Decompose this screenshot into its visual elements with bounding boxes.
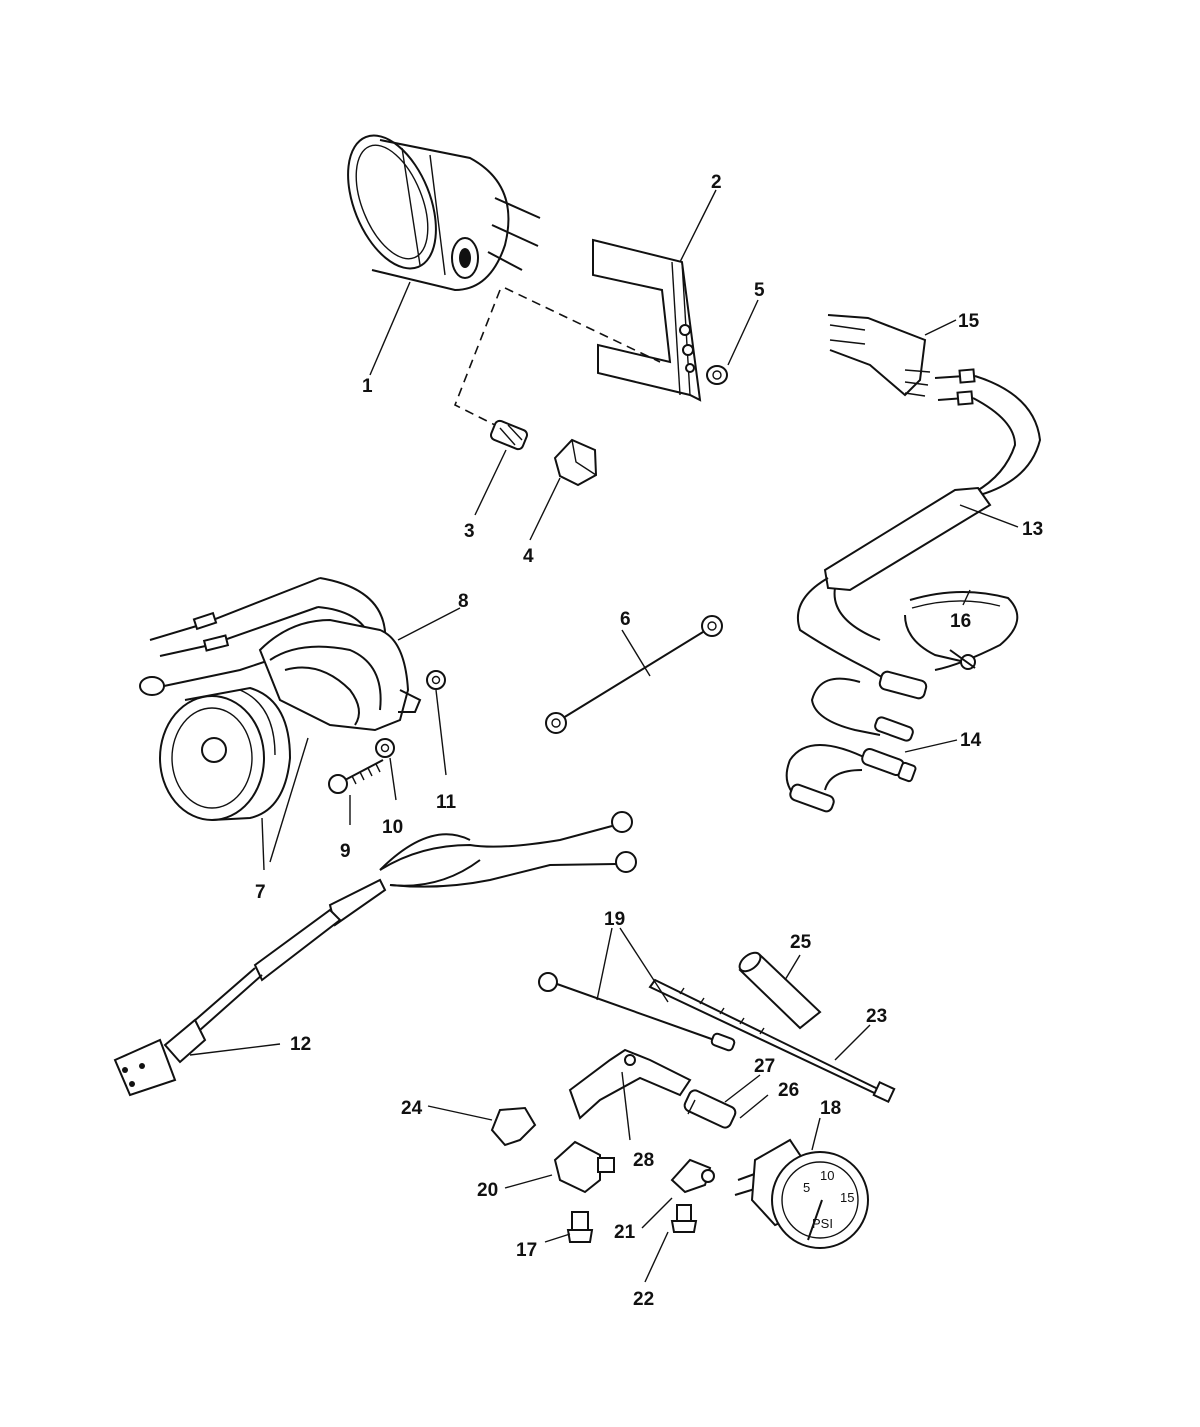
callout-21: 21 bbox=[614, 1222, 636, 1243]
assembly-line-bulb bbox=[453, 289, 506, 431]
callout-16: 16 bbox=[950, 611, 971, 632]
part-24-elbow bbox=[490, 1106, 537, 1147]
part-17-fitting bbox=[566, 1211, 594, 1243]
part-8-housing bbox=[139, 577, 422, 732]
part-28-bracket bbox=[568, 1048, 692, 1120]
callout-10: 10 bbox=[382, 817, 403, 838]
callout-27: 27 bbox=[754, 1056, 775, 1077]
part-23-cable-tie bbox=[648, 978, 896, 1104]
part-19-lead bbox=[538, 972, 736, 1052]
gauge-mark-10: 10 bbox=[820, 1168, 834, 1183]
part-25-sleeve bbox=[738, 951, 822, 1030]
gauge-mark-15: 15 bbox=[840, 1190, 854, 1205]
callout-4: 4 bbox=[523, 546, 534, 567]
part-6-ground-strap bbox=[545, 615, 723, 734]
callout-15: 15 bbox=[958, 311, 980, 332]
callout-3: 3 bbox=[464, 521, 475, 542]
callout-7: 7 bbox=[255, 882, 266, 903]
callout-5: 5 bbox=[754, 280, 765, 301]
callout-23: 23 bbox=[866, 1006, 887, 1027]
gauge-unit: PSI bbox=[812, 1216, 833, 1231]
callout-11: 11 bbox=[436, 792, 457, 813]
part-21-elbow bbox=[670, 1158, 715, 1194]
callout-19: 19 bbox=[604, 909, 625, 930]
part-14-connectors bbox=[785, 670, 928, 813]
part-2-bracket bbox=[592, 238, 702, 402]
callouts: 1 2 3 4 5 6 7 8 9 10 11 12 13 14 15 16 1… bbox=[255, 172, 1043, 1310]
part-16-clamp bbox=[904, 590, 1019, 671]
part-10-nut bbox=[375, 738, 395, 758]
callout-25: 25 bbox=[790, 932, 812, 953]
callout-1: 1 bbox=[362, 376, 373, 397]
part-12-harness bbox=[113, 811, 637, 1097]
callout-22: 22 bbox=[633, 1289, 654, 1310]
callout-24: 24 bbox=[401, 1098, 423, 1119]
part-9-screw bbox=[328, 759, 384, 794]
part-3-bulb bbox=[490, 419, 528, 451]
gauge-mark-5: 5 bbox=[803, 1180, 810, 1195]
part-7-gauges bbox=[159, 686, 292, 821]
part-11-washer bbox=[426, 670, 446, 690]
part-4-socket bbox=[553, 438, 598, 487]
callout-8: 8 bbox=[458, 591, 469, 612]
callout-17: 17 bbox=[516, 1240, 537, 1261]
part-15-connector-bracket bbox=[827, 314, 931, 397]
callout-26: 26 bbox=[778, 1080, 799, 1101]
leader-lines bbox=[189, 189, 1019, 1283]
part-1-gauge bbox=[347, 134, 541, 292]
callout-20: 20 bbox=[477, 1180, 498, 1201]
part-5-nut bbox=[706, 365, 728, 385]
part-22-plug bbox=[670, 1204, 698, 1233]
callout-14: 14 bbox=[960, 730, 982, 751]
assembly-line-bracket bbox=[504, 287, 661, 363]
callout-13: 13 bbox=[1022, 519, 1043, 540]
callout-28: 28 bbox=[633, 1150, 654, 1171]
part-20-block bbox=[553, 1140, 615, 1194]
part-18-pressure-gauge: 5 10 15 PSI bbox=[734, 1138, 869, 1249]
callout-9: 9 bbox=[340, 841, 351, 862]
callout-2: 2 bbox=[711, 172, 722, 193]
callout-6: 6 bbox=[620, 609, 631, 630]
part-13-harness bbox=[796, 368, 1042, 689]
callout-12: 12 bbox=[290, 1034, 311, 1055]
callout-18: 18 bbox=[820, 1098, 841, 1119]
part-27-sender bbox=[683, 1089, 737, 1129]
